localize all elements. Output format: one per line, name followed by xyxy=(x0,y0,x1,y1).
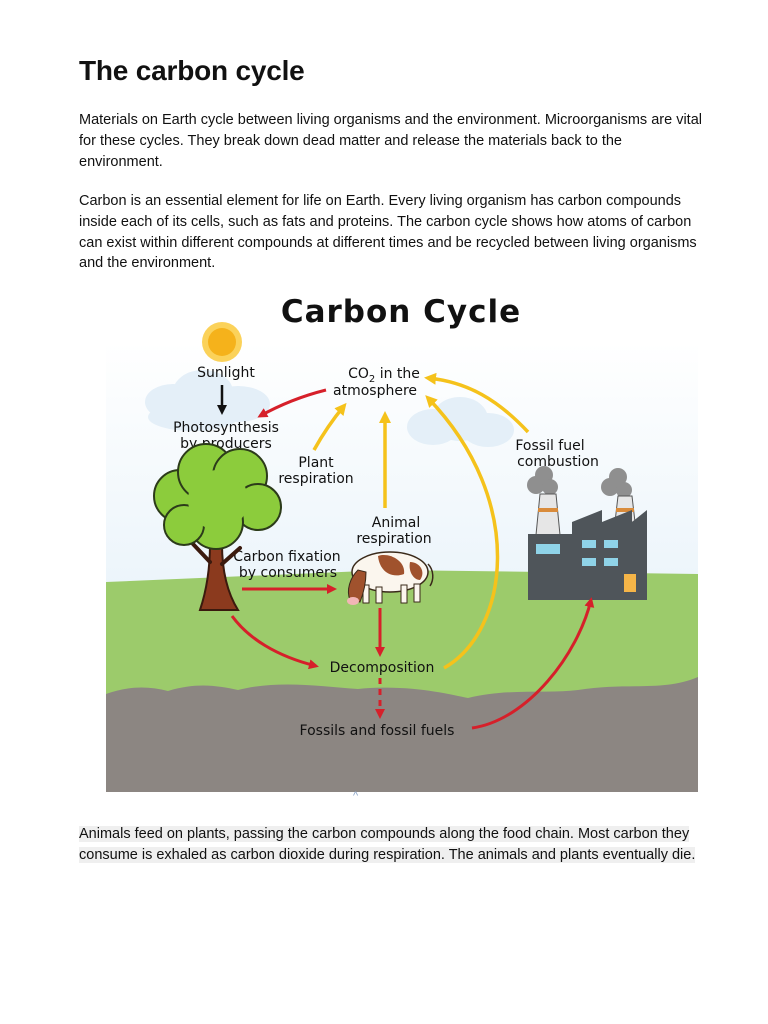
atmosphere-label: atmosphere xyxy=(333,383,417,399)
factory-icon xyxy=(527,466,647,600)
food-chain-paragraph: Animals feed on plants, passing the carb… xyxy=(79,826,696,863)
plant-respiration-arrow xyxy=(312,402,347,451)
collapse-caret-icon[interactable]: ^ xyxy=(353,790,359,802)
animal-label: Animal xyxy=(372,515,420,531)
co2-to-photosynthesis-arrow xyxy=(257,388,327,418)
decomposition-to-co2-arrow xyxy=(425,395,500,670)
photosynthesis-label: Photosynthesis xyxy=(173,420,279,436)
combustion-label: combustion xyxy=(517,454,599,470)
combustion-to-co2-arrow xyxy=(424,372,530,434)
by-consumers-label: by consumers xyxy=(239,565,337,581)
animal-respiration-label: respiration xyxy=(356,531,431,547)
tree-to-decomposition-arrow xyxy=(230,615,319,670)
sun-icon xyxy=(202,322,242,362)
carbon-fixation-label: Carbon fixation xyxy=(233,549,340,565)
tree-icon xyxy=(153,443,282,611)
fossils-label: Fossils and fossil fuels xyxy=(300,723,455,739)
plant-label: Plant xyxy=(298,455,334,471)
intro-paragraph: Materials on Earth cycle between living … xyxy=(79,112,702,170)
plant-respiration-label: respiration xyxy=(278,471,353,487)
decomposition-label: Decomposition xyxy=(330,660,435,676)
page-title: The carbon cycle xyxy=(79,55,305,86)
diagram-title: Carbon Cycle xyxy=(281,294,521,330)
carbon-paragraph: Carbon is an essential element for life … xyxy=(79,193,697,272)
co2-label: CO2 in the xyxy=(348,366,420,385)
fossil-fuel-label: Fossil fuel xyxy=(515,438,584,454)
carbon-cycle-diagram: Carbon Cycle Sunlight CO2 in the atmosph… xyxy=(88,282,708,798)
sunlight-label: Sunlight xyxy=(197,365,255,381)
fossils-to-combustion-arrow xyxy=(471,597,595,730)
cow-icon xyxy=(347,551,434,605)
soil xyxy=(106,677,698,792)
